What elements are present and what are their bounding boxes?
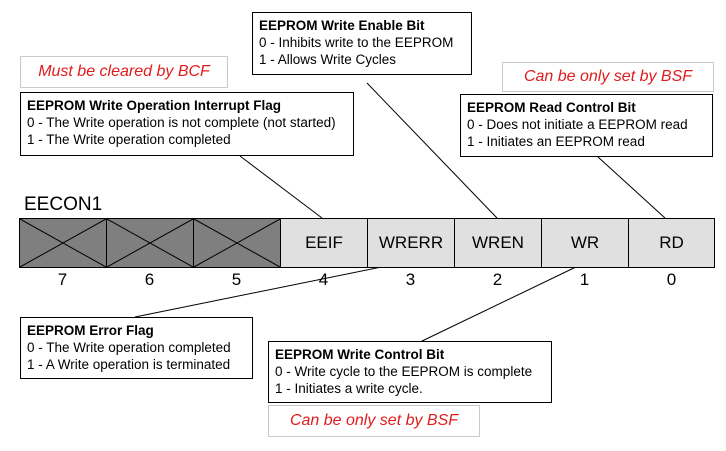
bit-6-cell bbox=[106, 218, 194, 268]
eeif-description-line0: 0 - The Write operation is not complete … bbox=[27, 115, 336, 130]
eeif-connector bbox=[239, 155, 323, 219]
bit-number-2: 2 bbox=[492, 270, 503, 289]
bit-4-cell: EEIF bbox=[280, 218, 368, 268]
rd-description-line0: 0 - Does not initiate a EEPROM read bbox=[467, 117, 688, 132]
eeif-description-title: EEPROM Write Operation Interrupt Flag bbox=[27, 98, 282, 113]
wrerr-description-title: EEPROM Error Flag bbox=[27, 323, 154, 338]
unimplemented-cross-icon bbox=[20, 219, 106, 267]
wr-connector bbox=[419, 264, 581, 343]
wr-description-line0: 0 - Write cycle to the EEPROM is complet… bbox=[275, 364, 533, 379]
wrerr-description-line0: 0 - The Write operation completed bbox=[27, 340, 231, 355]
wren-description-title: EEPROM Write Enable Bit bbox=[259, 18, 425, 33]
wren-description-line0: 0 - Inhibits write to the EEPROM bbox=[259, 35, 454, 50]
bit-5-cell bbox=[193, 218, 281, 268]
wr-description-title: EEPROM Write Control Bit bbox=[275, 347, 445, 362]
bit-number-3: 3 bbox=[405, 270, 416, 289]
bit-0-cell: RD bbox=[628, 218, 715, 268]
register-name: EECON1 bbox=[24, 194, 103, 215]
bit-number-6: 6 bbox=[144, 270, 155, 289]
wrerr-connector bbox=[134, 264, 392, 318]
rd-description-title: EEPROM Read Control Bit bbox=[467, 100, 636, 115]
rd-note: Can be only set by BSF bbox=[502, 62, 714, 92]
bit-7-cell bbox=[19, 218, 107, 268]
bit-number-0: 0 bbox=[666, 270, 677, 289]
rd-connector bbox=[597, 156, 666, 219]
bit-number-4: 4 bbox=[318, 270, 329, 289]
unimplemented-cross-icon bbox=[194, 219, 280, 267]
wr-note: Can be only set by BSF bbox=[268, 405, 480, 437]
bit-number-5: 5 bbox=[231, 270, 242, 289]
unimplemented-cross-icon bbox=[107, 219, 193, 267]
wr-description: EEPROM Write Control Bit 0 - Write cycle… bbox=[268, 341, 552, 403]
eeif-description-line1: 1 - The Write operation completed bbox=[27, 132, 231, 147]
eeif-note: Must be cleared by BCF bbox=[20, 56, 228, 88]
bit-1-cell: WR bbox=[541, 218, 629, 268]
rd-description-line1: 1 - Initiates an EEPROM read bbox=[467, 134, 645, 149]
bit-2-cell: WREN bbox=[454, 218, 542, 268]
bit-number-7: 7 bbox=[57, 270, 68, 289]
wr-description-line1: 1 - Initiates a write cycle. bbox=[275, 381, 423, 396]
eeif-description: EEPROM Write Operation Interrupt Flag 0 … bbox=[20, 92, 354, 156]
wren-description: EEPROM Write Enable Bit 0 - Inhibits wri… bbox=[252, 12, 472, 75]
wrerr-description: EEPROM Error Flag 0 - The Write operatio… bbox=[20, 317, 253, 379]
bit-number-1: 1 bbox=[579, 270, 590, 289]
bit-3-cell: WRERR bbox=[367, 218, 455, 268]
wren-description-line1: 1 - Allows Write Cycles bbox=[259, 52, 397, 67]
rd-description: EEPROM Read Control Bit 0 - Does not ini… bbox=[460, 94, 713, 157]
wren-connector bbox=[366, 82, 498, 219]
wrerr-description-line1: 1 - A Write operation is terminated bbox=[27, 357, 231, 372]
